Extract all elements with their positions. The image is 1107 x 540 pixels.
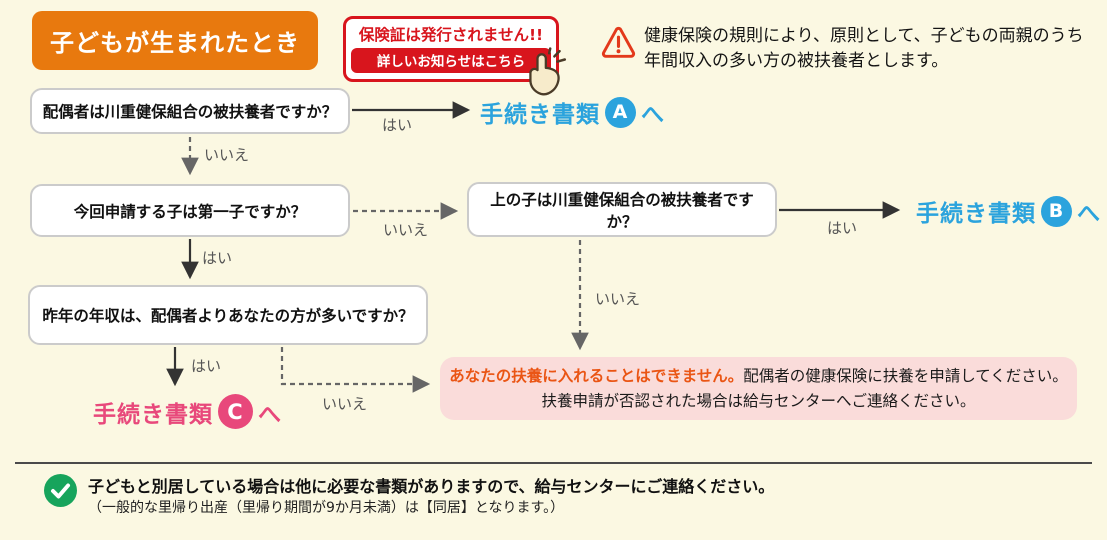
- doc-link-prefix: 手続き書類: [93, 401, 213, 428]
- edge-label-no: いいえ: [322, 395, 368, 413]
- result-cannot-add-dependent: あなたの扶養に入れることはできません。配偶者の健康保険に扶養を申請してください。…: [440, 357, 1077, 420]
- question-first-child: 今回申請する子は第一子ですか？: [30, 184, 350, 237]
- question-income-higher: 昨年の年収は、配偶者よりあなたの方が多いですか？: [28, 285, 428, 345]
- click-hand-icon: [529, 47, 567, 96]
- edge-label-yes: はい: [382, 116, 413, 134]
- result-text1: 配偶者の健康保険に扶養を申請してください。: [743, 366, 1068, 385]
- arrow-q3-no-to-result: [280, 347, 431, 393]
- doc-letter-a: A: [605, 96, 636, 128]
- rule-notice-line2: 年間収入の多い方の被扶養者とします。: [644, 51, 949, 71]
- check-icon: [44, 474, 77, 507]
- question-elder-child-dependent: 上の子は川重健保組合の被扶養者ですか？: [467, 182, 777, 237]
- doc-link-suffix: へ: [1077, 201, 1101, 227]
- doc-link-suffix: へ: [641, 102, 665, 128]
- edge-label-no: いいえ: [383, 221, 429, 239]
- question-spouse-dependent: 配偶者は川重健保組合の被扶養者ですか？: [30, 88, 350, 134]
- doc-letter-c: C: [218, 394, 253, 429]
- insurance-card-callout: 保険証は発行されません!! 詳しいお知らせはこちら: [343, 16, 567, 96]
- doc-link-prefix: 手続き書類: [916, 201, 1036, 227]
- edge-label-yes: はい: [191, 357, 222, 375]
- result-line2: 扶養申請が否認された場合は給与センターへご連絡ください。: [541, 391, 976, 410]
- rule-notice: 健康保険の規則により、原則として、子どもの両親のうち 年間収入の多い方の被扶養者…: [644, 24, 1104, 74]
- result-line1: あなたの扶養に入れることはできません。配偶者の健康保険に扶養を申請してください。: [440, 364, 1077, 389]
- footer-note: 子どもと別居している場合は他に必要な書類がありますので、給与センターにご連絡くだ…: [88, 477, 775, 496]
- result-highlight: あなたの扶養に入れることはできません。: [449, 366, 744, 385]
- page-title: 子どもが生まれたとき: [32, 11, 318, 70]
- edge-label-no: いいえ: [595, 290, 641, 308]
- doc-letter-b: B: [1041, 195, 1072, 227]
- footer-divider: [15, 462, 1092, 464]
- doc-link-prefix: 手続き書類: [480, 102, 600, 128]
- footer-subnote: （一般的な里帰り出産（里帰り期間が9か月未満）は【同居】となります。）: [88, 500, 565, 516]
- edge-label-yes: はい: [827, 219, 858, 237]
- callout-title: 保険証は発行されません!!: [358, 26, 544, 44]
- warning-icon: [601, 26, 636, 58]
- rule-notice-line1: 健康保険の規則により、原則として、子どもの両親のうち: [644, 26, 1084, 46]
- details-link[interactable]: 詳しいお知らせはこちら: [351, 48, 551, 73]
- edge-label-no: いいえ: [204, 146, 250, 164]
- doc-link-suffix: へ: [258, 401, 282, 428]
- edge-label-yes: はい: [202, 249, 233, 267]
